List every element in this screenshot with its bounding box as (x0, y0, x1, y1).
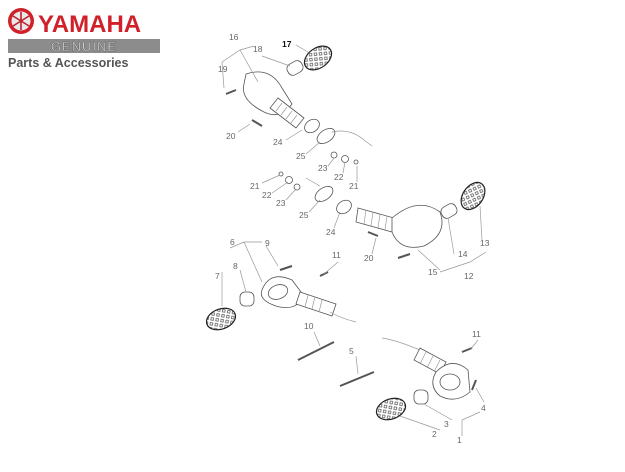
callout-25: 25 (299, 210, 309, 220)
genuine-banner: GENUINE (51, 39, 117, 54)
turn-signal-assembly-lower-right[interactable] (373, 337, 477, 424)
callout-1: 1 (457, 435, 462, 445)
turn-signal-assembly-upper[interactable] (225, 41, 373, 165)
callout-14: 14 (458, 249, 468, 259)
bulb-18[interactable] (285, 59, 305, 77)
callout-16: 16 (229, 32, 239, 42)
nut-21[interactable] (353, 159, 359, 165)
plate-24[interactable] (302, 116, 322, 135)
stalk-upper[interactable] (269, 97, 305, 129)
callout-2: 2 (432, 429, 437, 439)
lens-17[interactable] (300, 41, 336, 75)
callout-22: 22 (334, 172, 344, 182)
callout-labels: 16 17 18 19 20 24 25 23 22 21 21 22 23 2… (215, 32, 490, 445)
grommet-25[interactable] (314, 125, 337, 146)
callout-10: 10 (304, 321, 314, 331)
callout-23: 23 (276, 198, 286, 208)
callout-22: 22 (262, 190, 272, 200)
callout-15: 15 (428, 267, 438, 277)
callout-20: 20 (226, 131, 236, 141)
callout-20: 20 (364, 253, 374, 263)
callout-21: 21 (349, 181, 359, 191)
callout-23: 23 (318, 163, 328, 173)
yamaha-genuine-logo: YAMAHA GENUINE Parts & Accessories (8, 8, 160, 70)
callout-18: 18 (253, 44, 263, 54)
callout-19: 19 (218, 64, 228, 74)
callout-7: 7 (215, 271, 220, 281)
cable-tie-10[interactable] (297, 341, 335, 361)
callout-6: 6 (230, 237, 235, 247)
brand-name: YAMAHA (38, 11, 141, 38)
tuning-fork-emblem-icon (8, 8, 34, 34)
turn-signal-assembly-lower-left[interactable] (203, 265, 357, 334)
cable-tie-5[interactable] (339, 371, 375, 387)
callout-24: 24 (326, 227, 336, 237)
callout-11: 11 (332, 250, 341, 260)
washer-22[interactable] (341, 155, 349, 163)
callout-25: 25 (296, 151, 306, 161)
callout-24: 24 (273, 137, 283, 147)
callout-3: 3 (444, 419, 449, 429)
leader-lines (221, 44, 487, 436)
turn-signal-assembly-right[interactable] (278, 171, 490, 259)
screw-19[interactable] (225, 89, 237, 95)
callout-12: 12 (464, 271, 474, 281)
screw-20[interactable] (251, 119, 263, 127)
callout-5: 5 (349, 346, 354, 356)
callout-8: 8 (233, 261, 238, 271)
parts-accessories-text: Parts & Accessories (8, 56, 128, 70)
callout-13: 13 (480, 238, 490, 248)
callout-21: 21 (250, 181, 260, 191)
callout-17: 17 (282, 39, 292, 49)
callout-4: 4 (481, 403, 486, 413)
callout-9: 9 (265, 238, 270, 248)
callout-11: 11 (472, 329, 481, 339)
collar-23[interactable] (330, 151, 338, 159)
